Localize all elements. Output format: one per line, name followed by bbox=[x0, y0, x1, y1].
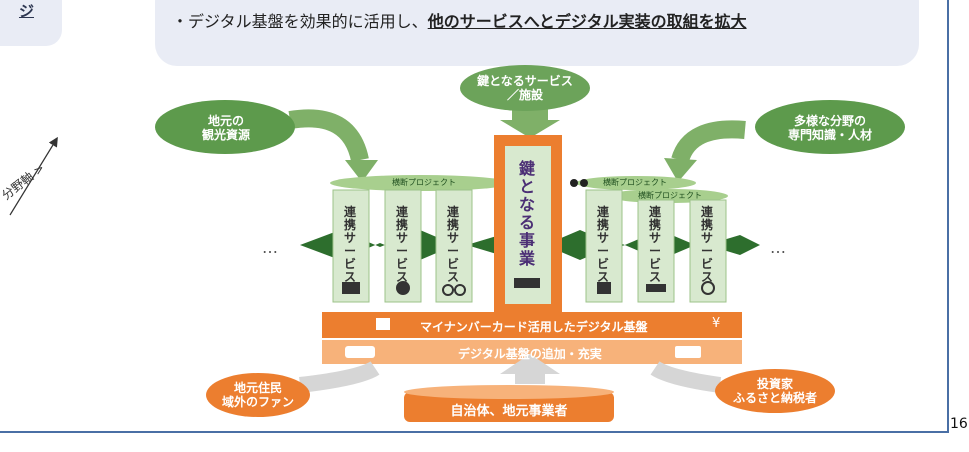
expertise-arrow-head bbox=[664, 158, 697, 182]
key-service-line-1: 鍵となるサービス bbox=[477, 74, 573, 88]
mynumber-platform-bar bbox=[322, 312, 742, 338]
car-icon bbox=[345, 346, 375, 358]
frame-line-right bbox=[947, 0, 949, 432]
municipality-box-top bbox=[404, 385, 614, 399]
cross-project-right-top-label: 横断プロジェクト bbox=[603, 178, 667, 187]
investors-arrow bbox=[650, 361, 722, 393]
yen-icon: ¥ bbox=[712, 316, 721, 331]
investors-line-1: 投資家 bbox=[756, 377, 793, 391]
key-service-line-2: ／施設 bbox=[506, 88, 543, 102]
cross-project-right-bottom-label: 横断プロジェクト bbox=[638, 191, 702, 200]
frame-line-bottom bbox=[0, 431, 949, 433]
people-icon bbox=[570, 179, 578, 187]
bank-icon bbox=[342, 282, 360, 294]
residents-bubble bbox=[206, 373, 310, 417]
axis-arrow bbox=[9, 136, 58, 216]
bicycle-icon bbox=[442, 284, 454, 296]
municipality-arrow bbox=[500, 354, 560, 384]
tourism-line-1: 地元の bbox=[207, 114, 244, 128]
expertise-line-2: 専門知識・人材 bbox=[787, 128, 872, 142]
residents-arrow bbox=[299, 361, 380, 393]
key-service-arrow bbox=[500, 108, 560, 138]
expertise-bubble bbox=[755, 100, 905, 154]
stethoscope-icon bbox=[701, 281, 715, 295]
key-service-text: 鍵となるサービス ／施設 bbox=[470, 74, 580, 102]
pillar-3-label: 連携サービス bbox=[447, 205, 460, 284]
investors-bubble bbox=[715, 369, 835, 413]
key-service-bubble bbox=[460, 65, 590, 111]
residents-line-2: 域外のファン bbox=[221, 395, 294, 409]
page-number: 16 bbox=[950, 416, 968, 432]
platform-expand-text: デジタル基盤の追加・充実 bbox=[458, 347, 602, 361]
bath-icon bbox=[646, 284, 666, 292]
header-bullet-bold: 他のサービスへとデジタル実装の取組を拡大 bbox=[427, 12, 747, 31]
tourism-bubble bbox=[155, 100, 295, 154]
bus-icon bbox=[675, 346, 701, 358]
tourism-line-2: 観光資源 bbox=[201, 128, 250, 142]
pillar-2-label: 連携サービス bbox=[396, 205, 409, 284]
left-panel-text: ジ bbox=[18, 2, 34, 20]
cross-project-right-top bbox=[576, 176, 696, 190]
municipality-text: 自治体、地元事業者 bbox=[450, 404, 568, 419]
tourism-arrow-head bbox=[345, 160, 378, 182]
investors-bubble-text: 投資家 ふるさと納税者 bbox=[725, 377, 825, 405]
cherry-icon bbox=[396, 281, 410, 295]
expertise-bubble-text: 多様な分野の 専門知識・人材 bbox=[770, 114, 890, 142]
cross-project-left-label: 横断プロジェクト bbox=[392, 178, 456, 187]
desk-icon bbox=[597, 282, 611, 294]
pillar-6-label: 連携サービス bbox=[701, 205, 714, 284]
municipality-box bbox=[404, 392, 614, 422]
mynumber-platform-text: マイナンバーカード活用したデジタル基盤 bbox=[420, 320, 648, 334]
tourism-arrow bbox=[288, 109, 369, 163]
key-business-label: 鍵となる事業 bbox=[519, 159, 536, 268]
ellipsis-left: … bbox=[262, 238, 278, 257]
card-icon bbox=[376, 318, 390, 330]
expertise-line-1: 多様な分野の bbox=[793, 114, 866, 128]
residents-bubble-text: 地元住民 域外のファン bbox=[213, 381, 303, 409]
ellipsis-right: … bbox=[770, 238, 786, 257]
left-panel-box: ジ bbox=[0, 0, 62, 46]
header-bullet-prefix: ・デジタル基盤を効果的に活用し、 bbox=[172, 12, 428, 31]
pillar-4-label: 連携サービス bbox=[597, 205, 610, 284]
header-bullet: ・デジタル基盤を効果的に活用し、他のサービスへとデジタル実装の取組を拡大 bbox=[172, 8, 747, 32]
key-business-pillar bbox=[505, 146, 551, 304]
investors-line-2: ふるさと納税者 bbox=[732, 391, 817, 405]
bed-icon bbox=[514, 278, 540, 288]
cross-project-left bbox=[330, 175, 510, 191]
tourism-bubble-text: 地元の 観光資源 bbox=[196, 114, 256, 142]
pillar-1-label: 連携サービス bbox=[344, 205, 357, 284]
pillar-5-label: 連携サービス bbox=[649, 205, 662, 284]
header-box bbox=[155, 0, 919, 66]
residents-line-1: 地元住民 bbox=[233, 381, 282, 395]
expertise-arrow bbox=[671, 120, 746, 164]
